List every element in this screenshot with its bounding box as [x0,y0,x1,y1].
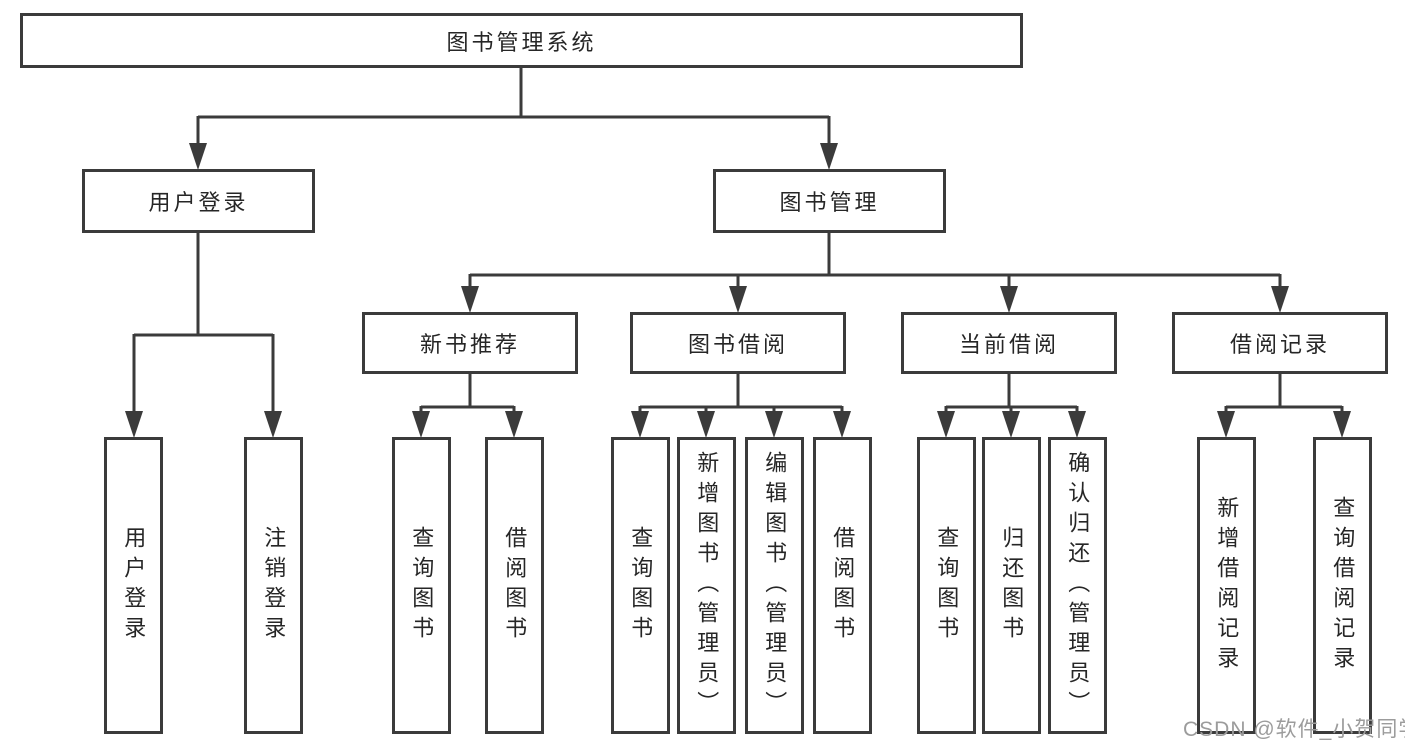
leaf-logout: 注销登录 [244,437,303,734]
leaf-add-book-admin-label: 新增图书（管理员） [694,450,720,721]
node-level3-current-borrowing: 当前借阅 [901,312,1117,374]
leaf-borrow-books-recommend: 借阅图书 [485,437,544,734]
leaf-borrow-books-borrowing-label: 借阅图书 [830,525,856,646]
leaf-user-login: 用户登录 [104,437,163,734]
leaf-confirm-return-admin-label: 确认归还（管理员） [1065,450,1091,721]
leaf-add-book-admin: 新增图书（管理员） [677,437,736,734]
leaf-confirm-return-admin: 确认归还（管理员） [1048,437,1107,734]
node-root-library-system: 图书管理系统 [20,13,1023,68]
leaf-return-book-label: 归还图书 [999,525,1025,646]
leaf-edit-book-admin-label: 编辑图书（管理员） [762,450,788,721]
leaf-borrow-books-recommend-label: 借阅图书 [502,525,528,646]
node-level2-book-management: 图书管理 [713,169,946,233]
node-level3-new-book-recommend: 新书推荐 [362,312,578,374]
leaf-add-borrow-record: 新增借阅记录 [1197,437,1256,734]
leaf-query-books-recommend: 查询图书 [392,437,451,734]
leaf-borrow-books-borrowing: 借阅图书 [813,437,872,734]
leaf-add-borrow-record-label: 新增借阅记录 [1214,495,1240,676]
leaf-query-borrow-record: 查询借阅记录 [1313,437,1372,734]
leaf-query-books-current: 查询图书 [917,437,976,734]
leaf-edit-book-admin: 编辑图书（管理员） [745,437,804,734]
leaf-query-books-current-label: 查询图书 [934,525,960,646]
node-level2-user-login: 用户登录 [82,169,315,233]
leaf-query-books-borrowing: 查询图书 [611,437,670,734]
leaf-logout-label: 注销登录 [261,525,287,646]
leaf-user-login-label: 用户登录 [121,525,147,646]
watermark: CSDN @软件_小贺同学 [1183,718,1405,741]
node-level3-book-borrowing: 图书借阅 [630,312,846,374]
node-level3-borrowing-records: 借阅记录 [1172,312,1388,374]
leaf-query-books-borrowing-label: 查询图书 [628,525,654,646]
leaf-query-books-recommend-label: 查询图书 [409,525,435,646]
leaf-query-borrow-record-label: 查询借阅记录 [1330,495,1356,676]
leaf-return-book: 归还图书 [982,437,1041,734]
